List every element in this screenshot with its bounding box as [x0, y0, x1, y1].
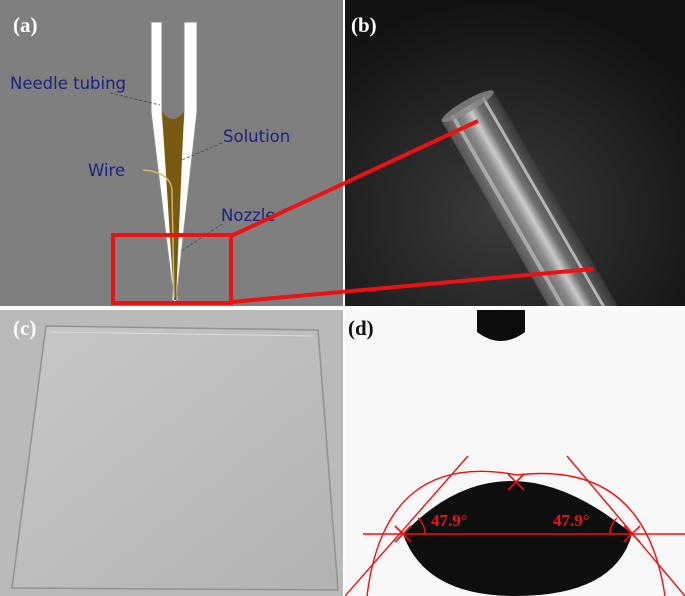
- droplet: [403, 481, 632, 596]
- contact-angle-image: 47.9° 47.9°: [345, 310, 685, 596]
- label-solution: Solution: [223, 127, 290, 146]
- contact-point-markers: [394, 473, 641, 543]
- tangent-left: [345, 455, 469, 596]
- syringe-tip: [477, 310, 525, 341]
- panel-label-c: (c): [13, 316, 37, 340]
- label-nozzle: Nozzle: [221, 206, 276, 225]
- glass-substrate-photo: [0, 310, 343, 596]
- panel-label-d: (d): [348, 316, 374, 340]
- capillary-photo: [345, 0, 685, 306]
- panel-label-b: (b): [351, 13, 377, 37]
- needle-schematic: Needle tubing Solution Wire Nozzle: [10, 21, 290, 303]
- solution-fill: [162, 112, 184, 300]
- contact-angle-left: 47.9°: [431, 511, 468, 530]
- capillary-tube: [441, 90, 644, 306]
- label-needle-tubing: Needle tubing: [10, 74, 126, 93]
- label-wire: Wire: [88, 161, 125, 180]
- leader-nozzle: [179, 223, 223, 253]
- panel-a-needle-schematic: Needle tubing Solution Wire Nozzle (a): [0, 0, 343, 306]
- contact-angle-right: 47.9°: [553, 511, 590, 530]
- leader-needle-tubing: [109, 92, 161, 106]
- angle-arc-left: [417, 517, 426, 535]
- panel-d-contact-angle: 47.9° 47.9° (d): [345, 310, 685, 596]
- wire-line: [142, 169, 175, 299]
- leader-solution: [181, 142, 223, 161]
- panel-b-capillary-photo: (b): [345, 0, 685, 306]
- glass-slide: [11, 325, 339, 591]
- tangent-right: [566, 455, 685, 596]
- angle-arc-right: [609, 517, 618, 535]
- panel-c-glass-substrate: (c): [0, 310, 343, 596]
- panel-label-a: (a): [13, 13, 38, 37]
- fitted-arc: [366, 470, 666, 596]
